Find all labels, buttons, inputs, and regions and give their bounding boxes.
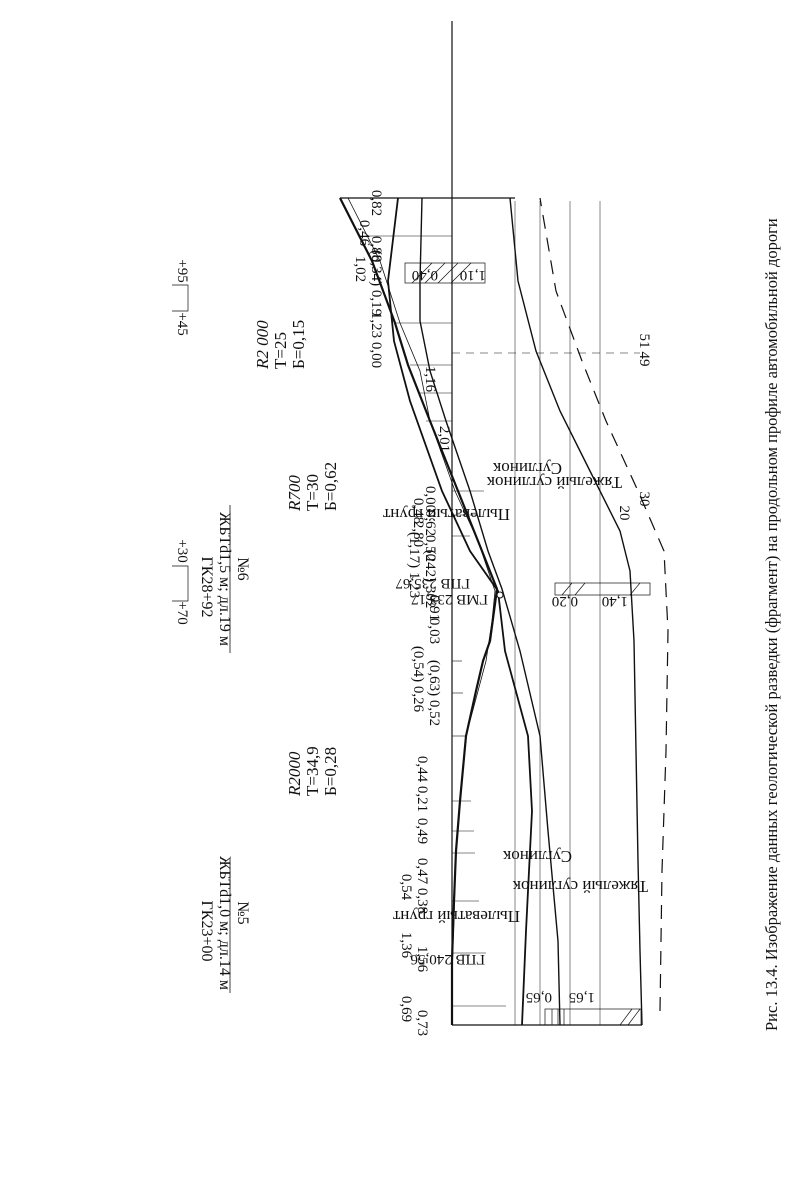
curve-2-tangent: Т=30: [303, 474, 322, 511]
design-grade-line: [339, 197, 499, 1025]
loam-label-1: Суглинок: [502, 847, 572, 866]
dusty-soil-label-2: Пылеватый грунт: [382, 505, 510, 524]
work-marks: 0,73 0,69 1,56 1,36 0,38 0,54 0,47 0,49 …: [352, 190, 452, 1036]
mark-28: 0,46: [356, 220, 372, 247]
bottom-51: 51: [636, 334, 652, 349]
gpv2-label: ГПВ 235,67: [395, 575, 470, 591]
mark-21: 2,01: [436, 426, 452, 452]
loam-label-2: Суглинок: [492, 459, 562, 478]
culvert-5-hatch: [544, 1008, 642, 1026]
curve-3-radius: R2 000: [253, 320, 272, 370]
mark-26: 1,02: [352, 256, 368, 282]
gmv-point-marker: [496, 591, 504, 599]
hatch-right: [404, 262, 486, 284]
bottom-20: 20: [616, 506, 632, 521]
culvert-6-label: №6 ЖБТd1,5 м; дл.19 м ГК28+92: [198, 512, 251, 646]
heavy-loam-label-1: Тяжелый суглинок: [512, 877, 648, 896]
mark-2: 1,56: [414, 946, 430, 973]
offset-plus95: +95: [174, 259, 190, 282]
culvert-6-station: ГК28+92: [198, 557, 215, 618]
dusty-soil-label-1: Пылеватый грунт: [392, 907, 520, 926]
mark-16: 0,50: [422, 535, 438, 561]
culvert-5-type: ЖБТd1,0 м; дл.14 м: [216, 856, 233, 990]
depth-5: 0,40: [412, 267, 438, 283]
mark-20: 0,00: [422, 486, 438, 512]
culvert-6-type: ЖБТd1,5 м; дл.19 м: [216, 512, 233, 646]
depth-2: 1,65: [569, 989, 595, 1005]
mark-24: 1,23: [368, 312, 384, 338]
curve-1-tangent: Т=34,9: [303, 746, 322, 796]
gmv-label: ГМВ 233,17: [411, 591, 488, 607]
loam-bottom: [509, 197, 643, 1026]
mark-4: 0,38: [414, 888, 430, 914]
heavy-loam-top: [539, 197, 669, 1012]
mark-19: 0,48: [410, 498, 426, 524]
depth-4: 1,40: [602, 593, 628, 609]
loam-top: [419, 197, 561, 1026]
mark-8: 0,21: [414, 786, 430, 812]
curve-1-bisector: Б=0,28: [321, 747, 340, 796]
mark-22: 1,16: [422, 366, 438, 393]
mark-25: (0,34) 0,19: [368, 250, 384, 316]
curve-1-radius: R2000: [285, 751, 304, 797]
heavy-loam-label-2: Тяжелый суглинок: [486, 473, 622, 492]
offset-plus45: +45: [174, 312, 190, 335]
mark-14: (242) 302: [422, 550, 438, 609]
culvert-6-number: №6: [234, 557, 251, 580]
culvert-5-label: №5 ЖБТd1,0 м; дл.14 м ГК23+00: [198, 856, 251, 990]
gpv1-label: ГПВ 240,56: [410, 951, 485, 967]
curve-1: R2000 Т=34,9 Б=0,28: [285, 746, 340, 797]
curve-2-radius: R700: [285, 475, 304, 512]
mark-7: 0,49: [414, 818, 430, 844]
station-ticks: [348, 197, 510, 1026]
offset-plus70: +70: [174, 601, 190, 624]
mark-5: 0,54: [398, 874, 414, 901]
mark-12: 0,03: [426, 618, 442, 644]
mark-6: 0,47: [414, 858, 430, 885]
depth-3: 0,20: [552, 593, 578, 609]
mark-13: 0,91: [426, 595, 442, 621]
offset-bracket-2: [172, 284, 189, 312]
mark-17: 2,80: [410, 521, 426, 547]
mark-11: (0,54) 0,26: [410, 646, 426, 713]
dusty-soil-bottom: [387, 197, 533, 1026]
mark-9: 0,44: [414, 756, 430, 783]
offset-bracket-1: [172, 565, 189, 602]
curve-3-bisector: Б=0,15: [289, 320, 308, 369]
offset-plus30: +30: [174, 539, 190, 562]
culvert-5-station: ГК23+00: [198, 901, 215, 962]
curve-3-tangent: Т=25: [271, 332, 290, 369]
depth-6: 1,10: [460, 267, 486, 283]
mark-15: (1,17) 1,23: [406, 532, 422, 598]
depth-1: 0,65: [526, 989, 552, 1005]
bottom-30: 30: [636, 492, 652, 507]
culvert-6-hatch: [554, 582, 651, 596]
figure-caption: Рис. 13.4. Изображение данных геологичес…: [762, 218, 781, 1031]
soil-grid-lines: [514, 201, 601, 1025]
mark-23: 0,00: [368, 342, 384, 368]
mark-0: 0,73: [414, 1010, 430, 1036]
mark-1: 0,69: [398, 996, 414, 1022]
mark-18: 0,62: [422, 510, 438, 536]
curve-3: R2 000 Т=25 Б=0,15: [253, 320, 308, 370]
curve-2: R700 Т=30 Б=0,62: [285, 462, 340, 512]
curve-2-bisector: Б=0,62: [321, 462, 340, 511]
bottom-49: 49: [636, 352, 652, 367]
mark-3: 1,36: [398, 932, 414, 959]
mark-27: 0,88: [368, 236, 384, 262]
mark-29: 0,82: [368, 190, 384, 216]
mark-10: (0,63) 0,52: [426, 660, 442, 726]
culvert-5-number: №5: [234, 901, 251, 924]
